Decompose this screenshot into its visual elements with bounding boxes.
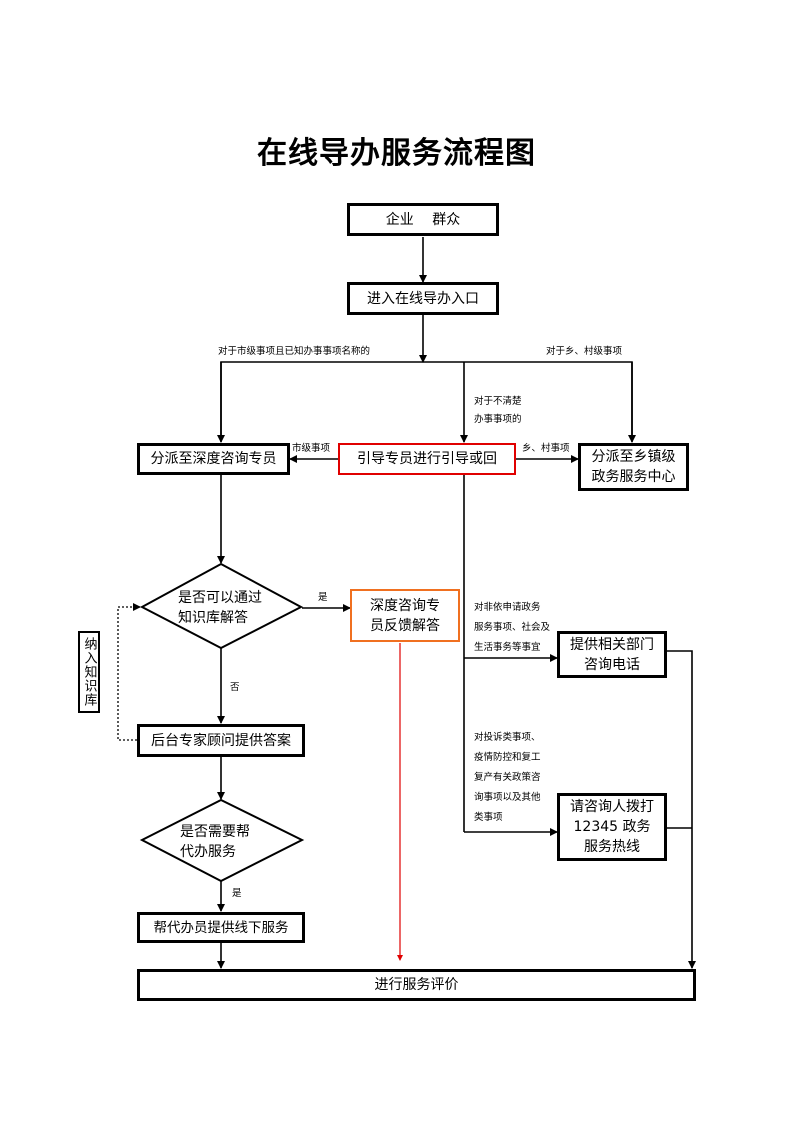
label-yes-proxy: 是 [232,888,242,899]
proxy-decision-shape [139,798,305,883]
node-expert-label: 后台专家顾问提供答案 [151,732,291,749]
node-proxy-service: 帮代办员提供线下服务 [137,912,305,943]
label-nonapp-2: 服务事项、社会及 [474,622,551,633]
node-deep-consult: 分派至深度咨询专员 [137,443,290,475]
label-town-village: 对于乡、村级事项 [546,346,623,357]
edge-kb-loop [117,603,141,741]
label-nonapp-3: 生活事务等事宜 [474,642,541,653]
node-expert: 后台专家顾问提供答案 [137,724,305,757]
node-add-kb-label: 纳入知识库 [81,637,97,707]
node-guide-label: 引导专员进行引导或回 [357,451,497,467]
node-evaluate-label: 进行服务评价 [374,977,459,993]
label-no-kb: 否 [230,682,240,693]
label-complaint-3: 复产有关政策咨 [474,772,541,783]
node-start-label: 企业 群众 [385,211,461,228]
node-entry-label: 进入在线导办入口 [367,290,479,307]
label-village: 乡、村事项 [522,443,570,454]
label-city-known: 对于市级事项且已知办事事项名称的 [218,346,371,357]
node-town-center: 分派至乡镇级政务服务中心 [578,443,689,491]
edge-phone-eval [666,650,696,969]
label-city: 市级事项 [292,443,331,454]
label-unclear-1: 对于不清楚 [474,396,522,407]
node-hotline: 请咨询人拨打12345 政务服务热线 [557,793,667,861]
label-complaint-4: 询事项以及其他 [474,792,541,803]
label-nonapp-1: 对非依申请政务 [474,602,541,613]
label-complaint-2: 疫情防控和复工 [474,752,541,763]
proxy-decision-label: 是否需要帮代办服务 [180,824,250,860]
edge-branch-bar [220,361,633,440]
label-complaint-1: 对投诉类事项、 [474,732,541,743]
node-proxy-service-label: 帮代办员提供线下服务 [153,919,289,936]
node-deep-consult-label: 分派至深度咨询专员 [150,451,277,467]
node-dept-phone: 提供相关部门咨询电话 [557,631,667,678]
node-entry: 进入在线导办入口 [347,282,499,315]
kb-decision-shape [139,562,304,650]
node-hotline-label: 请咨询人拨打12345 政务服务热线 [570,799,654,855]
node-deep-feedback: 深度咨询专员反馈解答 [350,589,460,642]
node-evaluate: 进行服务评价 [137,969,696,1001]
node-town-center-label: 分派至乡镇级政务服务中心 [591,449,676,485]
label-unclear-2: 办事事项的 [474,414,522,425]
kb-decision-label: 是否可以通过知识库解答 [178,590,262,626]
node-dept-phone-label: 提供相关部门咨询电话 [570,636,654,673]
page-title: 在线导办服务流程图 [257,136,536,171]
node-start: 企业 群众 [347,203,499,236]
node-guide: 引导专员进行引导或回 [338,443,516,475]
label-complaint-5: 类事项 [474,812,503,823]
node-add-kb: 纳入知识库 [78,631,100,713]
label-yes-kb: 是 [318,592,328,603]
node-deep-feedback-label: 深度咨询专员反馈解答 [370,597,440,634]
